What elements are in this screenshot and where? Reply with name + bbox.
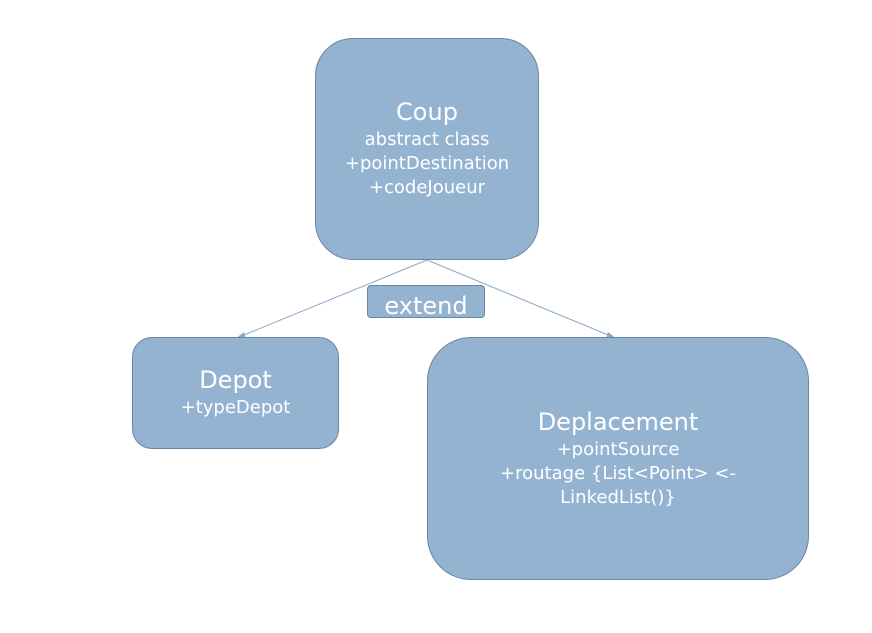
class-attribute: +pointDestination [344,153,510,174]
class-stereotype: abstract class [364,129,490,150]
class-node-depot[interactable]: Depot +typeDepot [132,337,339,449]
class-node-coup[interactable]: Coup abstract class +pointDestination +c… [315,38,539,260]
class-attribute: +codeJoueur [368,177,486,198]
class-title-deplacement: Deplacement [537,407,699,436]
connector-coup-deplacement [426,259,614,338]
class-attribute: +typeDepot [180,397,291,418]
class-node-deplacement[interactable]: Deplacement +pointSource +routage {List<… [427,337,809,580]
class-attribute: +routage {List<Point> <- LinkedList()} [500,462,736,508]
edge-label-extend: extend [367,285,485,318]
class-title-depot: Depot [199,366,272,394]
class-attribute: +pointSource [556,438,680,460]
connector-coup-depot [238,259,428,338]
class-title-coup: Coup [396,98,458,126]
